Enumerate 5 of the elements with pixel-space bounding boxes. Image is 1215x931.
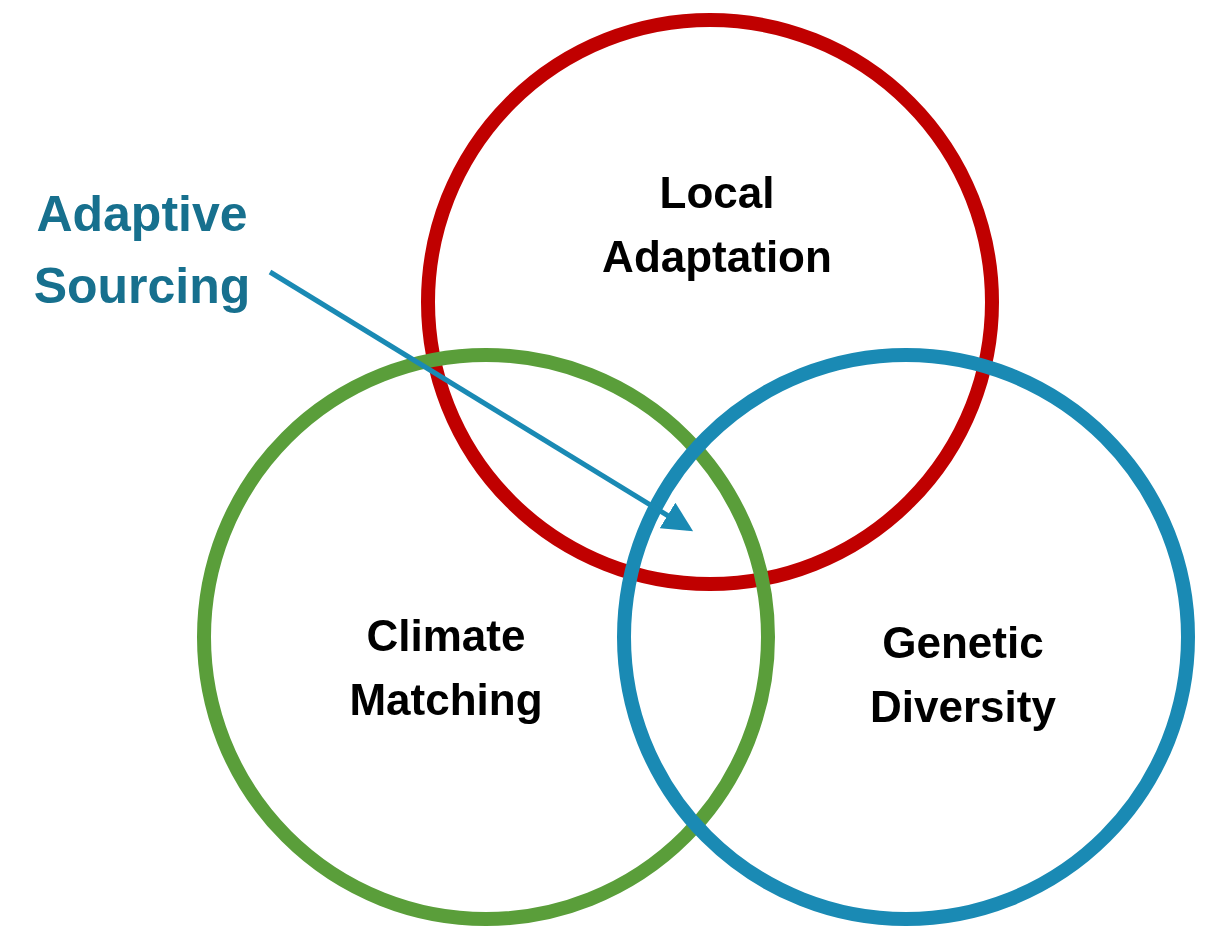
circle-label: Local Adaptation (601, 167, 833, 283)
leader-arrow (268, 269, 694, 532)
circle-label: Genetic Diversity (869, 617, 1057, 733)
circle-label: Climate Matching (348, 610, 544, 726)
callout-label: Adaptive Sourcing (32, 185, 252, 316)
